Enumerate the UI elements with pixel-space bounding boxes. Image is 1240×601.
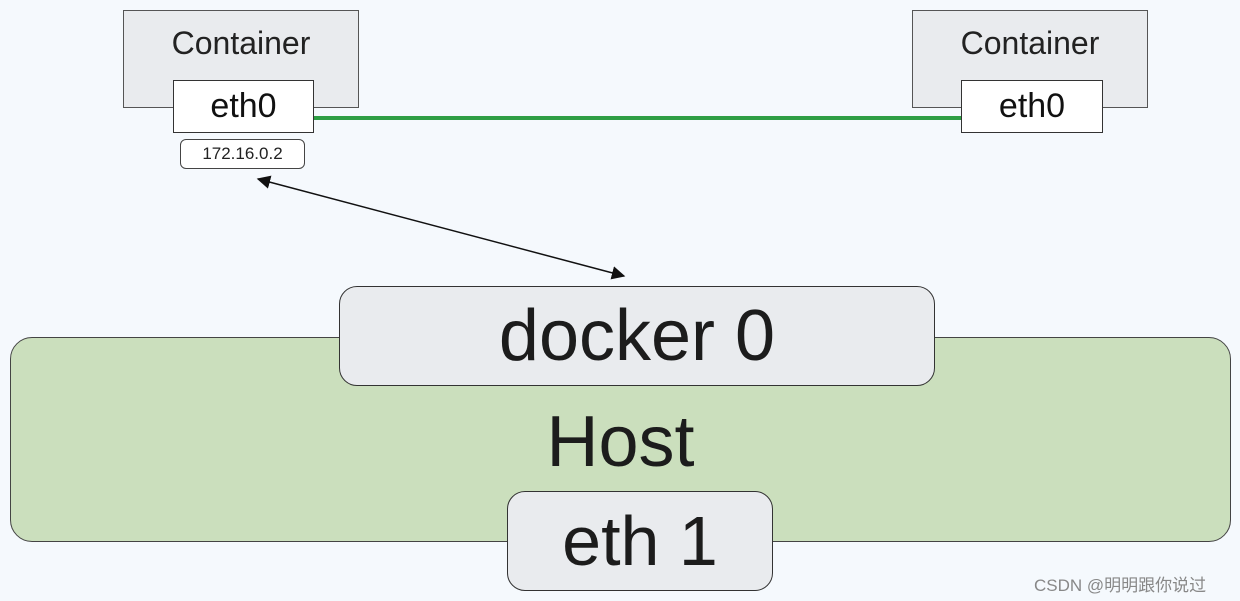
- container-left-ip-badge: 172.16.0.2: [180, 139, 305, 169]
- host-label: Host: [546, 401, 695, 482]
- container-right-eth0: eth0: [961, 80, 1103, 133]
- docker0-bridge: docker 0: [339, 286, 935, 386]
- container-left-eth0-label: eth0: [210, 87, 277, 125]
- container-left-eth0: eth0: [173, 80, 314, 133]
- container-right-label: Container: [960, 25, 1100, 61]
- host-eth1-label: eth 1: [562, 502, 718, 580]
- container-right-eth0-label: eth0: [998, 87, 1066, 125]
- container-left-ip-label: 172.16.0.2: [202, 144, 283, 163]
- host-eth1: eth 1: [507, 491, 773, 591]
- bridge-arrow-line: [256, 175, 626, 280]
- docker0-label: docker 0: [498, 296, 776, 376]
- container-left-label: Container: [171, 25, 311, 61]
- watermark: CSDN @明明跟你说过: [1034, 576, 1207, 595]
